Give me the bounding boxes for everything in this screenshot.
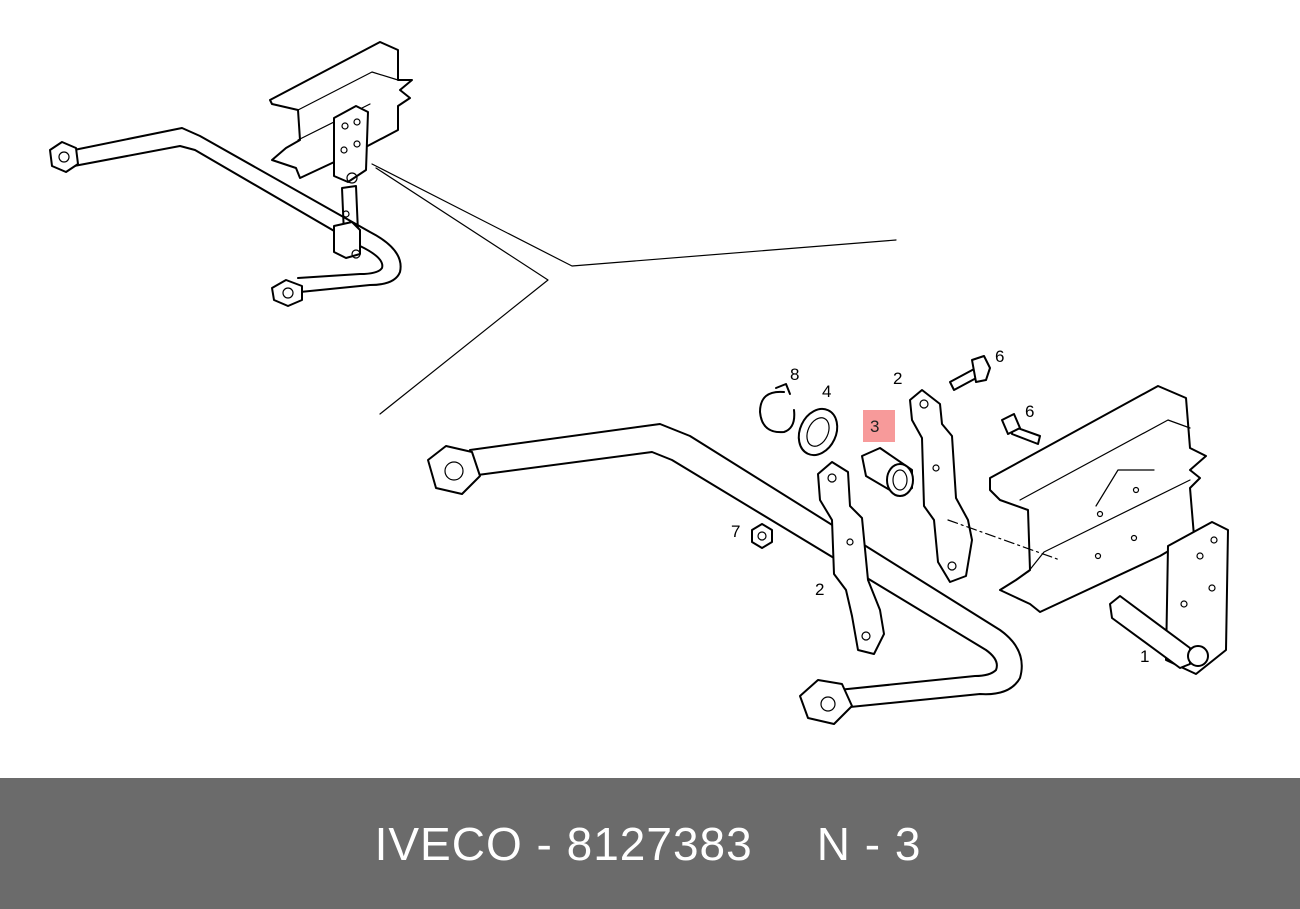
footer-bar: IVECO - 8127383 N - 3 xyxy=(0,778,1300,909)
parts-diagram: 1 2 2 3 4 6 6 7 8 xyxy=(49,41,1229,725)
callout-8: 8 xyxy=(790,365,799,384)
frame-bracket xyxy=(989,385,1207,613)
part-2-clamp-upper xyxy=(909,389,973,583)
callout-7: 7 xyxy=(731,522,740,541)
callout-2-upper: 2 xyxy=(893,369,902,388)
part-6-bolt-lower xyxy=(1001,413,1041,445)
separator: - xyxy=(536,817,553,870)
callout-6-lower: 6 xyxy=(1025,402,1034,421)
part-1-bracket xyxy=(1109,521,1229,675)
part-6-bolt-upper xyxy=(949,355,991,391)
stabilizer-bar xyxy=(427,423,1023,725)
zoom-leader-lines xyxy=(371,163,897,415)
callout-2-lower: 2 xyxy=(815,580,824,599)
part-number: 8127383 xyxy=(566,817,753,870)
part-3-bushing xyxy=(861,447,914,497)
callout-3: 3 xyxy=(870,417,879,436)
callout-1: 1 xyxy=(1140,647,1149,666)
brand-name: IVECO xyxy=(374,817,523,870)
part-7-nut xyxy=(751,523,773,549)
callout-4: 4 xyxy=(822,382,831,401)
part-2-clamp-lower xyxy=(817,461,885,655)
overview-assembly xyxy=(49,41,413,307)
highlight-box xyxy=(863,410,895,442)
reference-label: N - 3 xyxy=(816,817,922,870)
callout-6-upper: 6 xyxy=(995,347,1004,366)
part-8-circlip xyxy=(759,383,796,434)
part-4-washer xyxy=(797,407,839,457)
callout-labels: 1 2 2 3 4 6 6 7 8 xyxy=(731,347,1149,666)
footer-caption: IVECO - 8127383 N - 3 xyxy=(375,817,922,871)
assembly-axis xyxy=(947,519,1061,561)
